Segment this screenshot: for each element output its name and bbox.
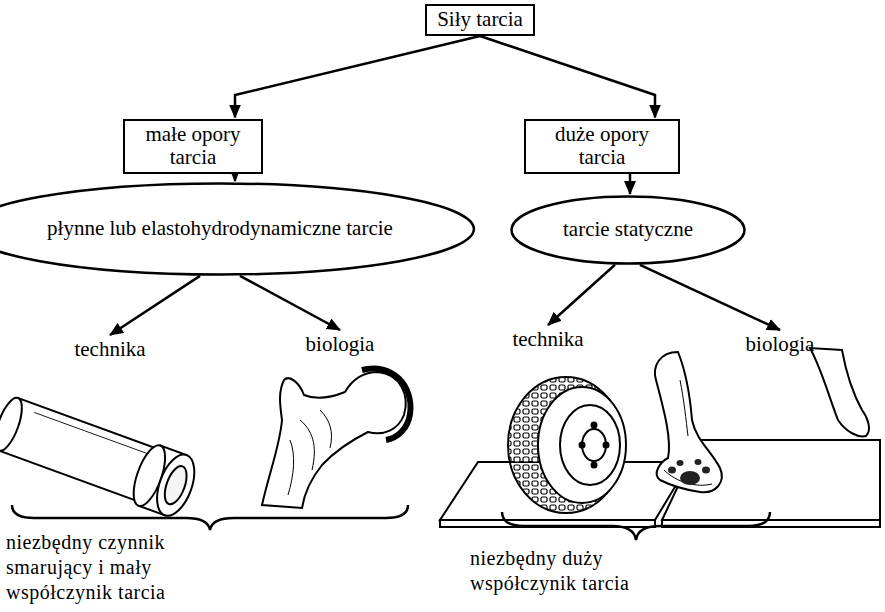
animal-leg bbox=[655, 348, 869, 492]
node-text: tarcie statyczne bbox=[563, 218, 693, 242]
node-text: biologia bbox=[746, 333, 815, 356]
arrow-connector bbox=[110, 276, 200, 335]
paw-pads bbox=[668, 459, 710, 485]
brace bbox=[12, 505, 408, 530]
arrow-connector bbox=[240, 276, 340, 330]
node-text: małe opory tarcia bbox=[135, 123, 251, 169]
process-box: małe opory tarcia bbox=[123, 119, 263, 174]
node-text: duże opory tarcia bbox=[536, 123, 668, 169]
arrow-connector bbox=[629, 174, 632, 195]
brace bbox=[502, 512, 770, 540]
node-text: technika bbox=[74, 338, 145, 361]
category-label: biologia bbox=[302, 331, 379, 359]
ground-plate bbox=[440, 440, 880, 527]
note-text: niezbędny czynnik smarujący i mały współ… bbox=[6, 530, 202, 605]
process-box: duże opory tarcia bbox=[524, 119, 680, 174]
arrow-connector bbox=[234, 174, 237, 182]
arrow-connector bbox=[640, 265, 780, 330]
ellipse-node: płynne lub elastohydrodynamiczne tarcie bbox=[0, 182, 476, 276]
node-text: technika bbox=[512, 328, 583, 351]
node-text: płynne lub elastohydrodynamiczne tarcie bbox=[47, 217, 393, 241]
arrow-connector bbox=[480, 36, 655, 118]
roller-cylinder bbox=[0, 391, 202, 521]
ellipse-node: tarcie statyczne bbox=[510, 195, 746, 265]
process-box: Siły tarcia bbox=[425, 4, 535, 36]
category-label: technika bbox=[70, 336, 150, 364]
arrow-connector bbox=[235, 36, 480, 118]
tyre bbox=[508, 377, 626, 513]
femur-bone bbox=[262, 368, 410, 508]
category-label: biologia bbox=[742, 331, 819, 359]
node-text: biologia bbox=[306, 333, 375, 356]
note-text: niezbędny duży współczynik tarcia bbox=[470, 546, 670, 596]
category-label: technika bbox=[508, 326, 588, 354]
arrow-connector bbox=[548, 265, 615, 325]
node-text: Siły tarcia bbox=[437, 8, 523, 31]
